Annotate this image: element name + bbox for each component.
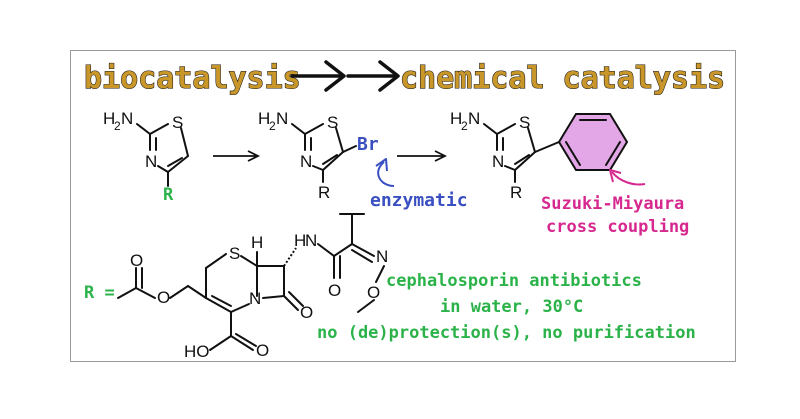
phenyl-ring	[557, 113, 629, 171]
suzuki-label-line2: cross coupling	[546, 217, 689, 237]
figure-frame	[70, 50, 736, 362]
atom-o: O	[367, 283, 380, 302]
atom-h: H	[103, 109, 115, 128]
atom-r: R	[318, 183, 330, 202]
atom-r: R	[510, 183, 522, 202]
bromine-label: Br	[357, 134, 379, 155]
atom-h: H	[251, 233, 263, 252]
atom-n-ring: N	[145, 152, 157, 171]
atom-s: S	[519, 113, 530, 132]
conditions-line-2: in water, 30°C	[440, 297, 583, 317]
atom-h: H	[294, 231, 306, 250]
atom-n-amine: N	[468, 109, 480, 128]
conditions-line-3: no (de)protection(s), no purification	[317, 323, 696, 343]
atom-o: O	[256, 341, 269, 360]
atom-s: S	[327, 113, 338, 132]
arylthiazole-product: H 2 N S N R	[450, 109, 629, 202]
thiazole-starting-material: H 2 N S N R	[103, 109, 189, 205]
enzymatic-curved-arrow-icon	[377, 161, 395, 187]
header-biocatalysis: biocatalysis	[84, 61, 301, 96]
atom-n-oxime: N	[376, 247, 388, 266]
header-chemical-catalysis: chemical catalysis	[400, 61, 725, 96]
atom-o: O	[130, 251, 143, 270]
reaction-arrow-1	[213, 150, 261, 162]
atom-o: O	[328, 281, 341, 300]
cephalosporin-structure: O O S N O H H N O N	[117, 213, 388, 361]
atom-n-amine: N	[121, 109, 133, 128]
r-equals-label: R =	[84, 283, 115, 303]
atom-sub-2: 2	[461, 119, 468, 133]
bromothiazole-intermediate: H 2 N S N R Br	[258, 109, 379, 202]
atom-sub-2: 2	[114, 119, 121, 133]
atom-h: H	[258, 109, 270, 128]
atom-ho: HO	[184, 342, 210, 361]
coupling-curved-arrow-icon	[611, 171, 646, 186]
atom-sub-2: 2	[269, 119, 276, 133]
atom-n-ring: N	[300, 152, 312, 171]
arrowhead-icon	[609, 169, 622, 183]
suzuki-label-line1: Suzuki-Miyaura	[541, 194, 684, 214]
conditions-line-1: cephalosporin antibiotics	[386, 271, 642, 291]
substituent-r-green: R	[163, 185, 174, 205]
enzymatic-label: enzymatic	[370, 190, 468, 211]
atom-s: S	[172, 113, 183, 132]
atom-h: H	[450, 109, 462, 128]
atom-n-amine: N	[276, 109, 288, 128]
atom-n-amide: N	[305, 231, 317, 250]
atom-o: O	[157, 288, 170, 307]
double-arrow-icon	[290, 60, 400, 92]
atom-o: O	[300, 303, 313, 322]
arrowhead-icon	[375, 158, 388, 172]
atom-s: S	[229, 244, 240, 263]
atom-n-ring: N	[492, 152, 504, 171]
reaction-arrow-2	[397, 150, 448, 162]
atom-n: N	[249, 289, 261, 308]
